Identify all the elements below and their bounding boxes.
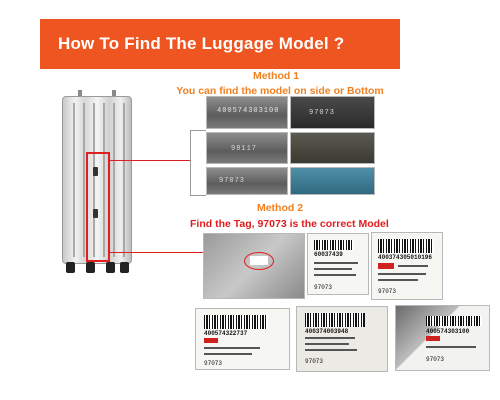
suitcase-shell: [62, 96, 132, 264]
latch-icon: [93, 209, 98, 218]
method2-tag-photo: 400374003948 97073: [296, 306, 388, 372]
method2-tag-photo: 400574322737 97073: [195, 308, 290, 370]
highlight-circle: [244, 252, 274, 270]
method2-tag-photo: 60037439 97073: [307, 233, 369, 295]
method1-photo: [290, 132, 375, 164]
connector-line: [110, 160, 190, 161]
latch-icon: [93, 167, 98, 176]
method2-photo: [203, 233, 305, 299]
method1-photo: 97073: [290, 96, 375, 129]
method1-photo: 97073: [206, 167, 288, 195]
method2-tag-photo: 400574303100 97073: [395, 305, 490, 371]
method1-photo: 98117: [206, 132, 288, 164]
method2-subtitle: Find the Tag, 97073 is the correct Model: [190, 218, 389, 230]
connector-line: [110, 252, 206, 253]
method1-subtitle: You can find the model on side or Bottom: [176, 85, 384, 97]
method2-tag-photo: 400374305010196 97073: [371, 232, 443, 300]
tag-location-highlight: [86, 152, 110, 262]
method1-photo: 400574303100: [206, 96, 288, 129]
bracket-line: [190, 130, 191, 196]
suitcase-image: [62, 90, 132, 280]
title-banner: How To Find The Luggage Model ?: [40, 19, 400, 69]
banner-title: How To Find The Luggage Model ?: [58, 34, 345, 53]
method1-heading: Method 1: [252, 70, 300, 82]
method1-photo: [290, 167, 375, 195]
method2-heading: Method 2: [256, 202, 304, 214]
